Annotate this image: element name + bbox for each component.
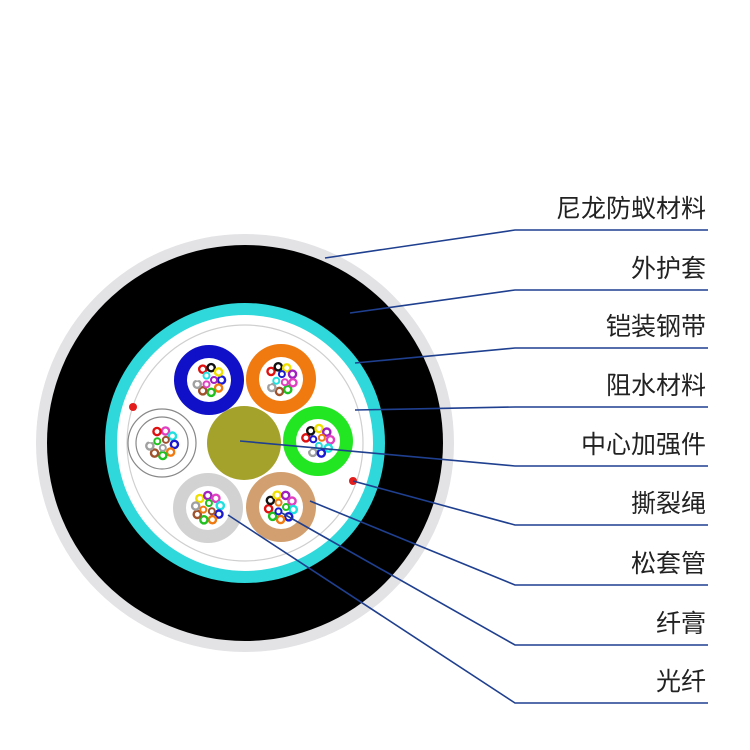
optical-fiber	[272, 376, 281, 385]
optical-fiber	[202, 380, 211, 389]
leader-line	[227, 514, 708, 704]
loose-tube	[283, 406, 353, 476]
optical-fiber	[216, 375, 227, 385]
optical-fiber	[152, 426, 162, 437]
optical-fiber	[213, 367, 224, 377]
optical-fiber	[149, 448, 160, 458]
optical-fiber	[265, 495, 276, 506]
optical-fiber	[321, 427, 332, 437]
optical-fiber	[197, 386, 208, 396]
optical-fiber	[263, 374, 274, 385]
component-label: 纤膏	[655, 609, 706, 638]
optical-fiber	[275, 514, 286, 525]
optical-fiber	[202, 371, 211, 380]
optical-fiber	[195, 493, 205, 504]
optical-fiber	[145, 441, 155, 451]
component-label: 外护套	[630, 254, 706, 283]
optical-fiber	[305, 426, 316, 436]
component-label: 撕裂绳	[630, 489, 706, 518]
optical-fiber	[288, 377, 298, 388]
optical-fiber	[160, 426, 171, 436]
optical-fiber	[314, 423, 324, 434]
optical-fiber	[267, 382, 277, 393]
optical-fiber	[307, 447, 318, 458]
optical-fiber	[157, 450, 168, 461]
optical-fiber	[272, 490, 282, 500]
optical-fiber	[301, 433, 311, 443]
optical-fiber	[197, 364, 208, 374]
optical-fiber	[203, 490, 213, 501]
optical-fiber	[192, 370, 203, 381]
central-strength-member	[207, 406, 281, 480]
optical-fiber	[192, 509, 203, 520]
optical-fiber	[199, 505, 208, 514]
optical-fiber	[204, 499, 213, 508]
loose-tube	[246, 344, 316, 414]
optical-fiber	[167, 431, 178, 441]
optical-fiber	[206, 387, 216, 398]
inner-binder-ring	[126, 324, 364, 562]
loose-tube	[246, 472, 316, 542]
component-label: 光纤	[655, 667, 706, 696]
optical-fiber	[206, 362, 216, 373]
optical-fiber	[274, 498, 283, 507]
optical-fiber	[165, 447, 176, 457]
optical-fiber	[280, 378, 289, 387]
loose-tube	[174, 345, 244, 415]
optical-fiber	[169, 439, 180, 450]
optical-fiber	[274, 507, 283, 516]
component-label: 阻水材料	[605, 371, 706, 400]
ripcord	[129, 403, 137, 411]
component-label: 中心加强件	[580, 430, 706, 459]
optical-fiber	[263, 503, 274, 514]
optical-fiber	[325, 435, 336, 445]
leader-line	[354, 347, 708, 364]
optical-fiber	[213, 383, 224, 393]
loose-tube	[127, 408, 197, 478]
optical-fiber	[207, 507, 216, 516]
component-label: 尼龙防蚁材料	[555, 194, 706, 223]
optical-fiber	[282, 384, 293, 395]
leader-line	[309, 500, 708, 586]
optical-fiber	[309, 435, 318, 444]
optical-fiber	[214, 509, 224, 519]
optical-fiber	[267, 511, 278, 522]
component-label: 松套管	[630, 549, 706, 578]
optical-fiber	[211, 493, 221, 504]
leader-line	[239, 440, 708, 467]
optical-fiber	[146, 432, 156, 443]
leader-line	[324, 229, 708, 259]
optical-fiber	[280, 490, 291, 501]
optical-fiber	[153, 437, 162, 446]
optical-fiber	[161, 435, 170, 444]
optical-fiber	[207, 514, 218, 525]
leader-line	[349, 289, 708, 314]
optical-fiber	[287, 496, 297, 506]
optical-fiber	[199, 515, 209, 525]
leader-line	[281, 512, 708, 646]
component-label: 铠装钢带	[605, 312, 706, 341]
optical-fiber	[158, 443, 167, 452]
optical-fiber	[277, 370, 286, 379]
optical-fiber	[281, 503, 290, 512]
optical-fiber	[266, 366, 276, 377]
optical-fiber	[288, 504, 299, 515]
optical-fiber	[190, 501, 201, 511]
optical-fiber	[281, 363, 292, 373]
leader-line	[352, 480, 708, 526]
optical-fiber	[287, 369, 298, 379]
optical-fiber	[316, 448, 327, 458]
optical-fiber	[274, 386, 285, 397]
optical-fiber	[215, 500, 226, 511]
leader-line	[354, 406, 708, 411]
optical-fiber	[273, 362, 284, 372]
loose-tube	[173, 473, 243, 543]
optical-fiber	[192, 379, 203, 390]
optical-fiber	[317, 433, 326, 442]
optical-fiber	[210, 376, 218, 384]
